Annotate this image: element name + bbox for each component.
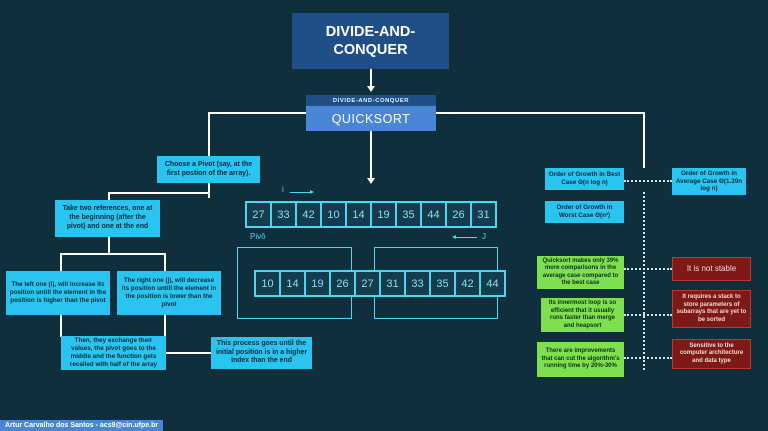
refs-split-line bbox=[60, 253, 165, 255]
author-footer: Artur Carvalho dos Santos - acs9@cin.ufp… bbox=[0, 420, 164, 431]
left-to-exchange-line bbox=[60, 314, 62, 337]
i-arrow-tip bbox=[310, 190, 314, 194]
array-top-cell: 33 bbox=[271, 202, 296, 227]
average-case-box: Order of Growth in Average Case Θ(1.39n … bbox=[672, 168, 746, 195]
i-label: i bbox=[282, 185, 284, 194]
right-reference-box: The right one (j), will decrease its pos… bbox=[117, 271, 221, 315]
page-title: DIVIDE-AND- CONQUER bbox=[325, 23, 416, 58]
array-top-cell: 31 bbox=[471, 202, 496, 227]
array-bottom-cell: 27 bbox=[355, 271, 380, 296]
worst-case-box: Order of Growth in Worst Case Θ(n²) bbox=[545, 201, 624, 223]
j-label-group: J bbox=[452, 232, 492, 244]
array-top-cell: 27 bbox=[246, 202, 271, 227]
pivot-label: Pivô bbox=[250, 232, 266, 241]
array-bottom-cell: 42 bbox=[455, 271, 480, 296]
pro-item: Quicksort makes only 39% more comparison… bbox=[537, 256, 624, 289]
pro3-dotted-h bbox=[624, 357, 672, 359]
quicksort-right-line bbox=[435, 112, 644, 114]
array-bottom-cell: 26 bbox=[330, 271, 355, 296]
exchange-box: Then, they exchange their values, the pi… bbox=[61, 336, 166, 370]
process-box: This process goes until the initial posi… bbox=[211, 337, 312, 369]
j-label: J bbox=[482, 232, 486, 241]
growth-dotted-h bbox=[624, 180, 672, 182]
i-label-group: i bbox=[282, 185, 322, 197]
pivot-up-line bbox=[208, 112, 210, 156]
j-arrow bbox=[455, 237, 477, 238]
array-arrowhead bbox=[367, 178, 375, 184]
two-references-box: Take two references, one at the beginnin… bbox=[55, 200, 160, 237]
quicksort-left-line bbox=[208, 112, 308, 114]
j-arrow-tip bbox=[452, 235, 456, 239]
quicksort-down-line bbox=[370, 130, 372, 178]
con-item: It is not stable bbox=[672, 257, 751, 281]
array-bottom-cell: 14 bbox=[280, 271, 305, 296]
array-bottom: 10 14 19 26 27 31 33 35 42 44 bbox=[254, 270, 506, 297]
array-bottom-cell: 44 bbox=[480, 271, 505, 296]
array-bottom-cell: 19 bbox=[305, 271, 330, 296]
array-bottom-cell: 31 bbox=[380, 271, 405, 296]
i-arrow bbox=[290, 192, 312, 193]
array-bottom-cell: 33 bbox=[405, 271, 430, 296]
pivot-to-refs-v2 bbox=[108, 192, 110, 200]
exchange-to-process-line bbox=[166, 352, 211, 354]
pro-item: Its innermost loop is so efficient that … bbox=[541, 298, 624, 332]
pro2-dotted-h bbox=[624, 314, 672, 316]
quicksort-label: QUICKSORT bbox=[306, 106, 436, 131]
con-item: It requires a stack to store parameters … bbox=[672, 290, 751, 328]
title-connector bbox=[370, 69, 372, 87]
pro1-dotted-h bbox=[624, 268, 672, 270]
array-bottom-cell: 35 bbox=[430, 271, 455, 296]
array-top-cell: 10 bbox=[321, 202, 346, 227]
array-top-cell: 19 bbox=[371, 202, 396, 227]
split-right-line bbox=[164, 253, 166, 271]
array-top-cell: 35 bbox=[396, 202, 421, 227]
quicksort-header: DIVIDE-AND-CONQUER bbox=[306, 95, 436, 106]
choose-pivot-box: Choose a Pivot (say, at the first postio… bbox=[157, 156, 260, 183]
right-to-exchange-line bbox=[164, 314, 166, 337]
left-reference-box: The left one (i), will increase its posi… bbox=[6, 271, 110, 315]
array-top-cell: 42 bbox=[296, 202, 321, 227]
con-item: Sensitive to the computer architecture a… bbox=[672, 339, 751, 369]
quicksort-box: DIVIDE-AND-CONQUER QUICKSORT bbox=[306, 95, 436, 131]
pivot-to-refs-h bbox=[108, 192, 209, 194]
title-box: DIVIDE-AND- CONQUER bbox=[292, 13, 449, 69]
array-top-cell: 44 bbox=[421, 202, 446, 227]
array-top-cell: 26 bbox=[446, 202, 471, 227]
array-top-cell: 14 bbox=[346, 202, 371, 227]
best-case-box: Order of Growth in Best Case Θ(n log n) bbox=[545, 168, 624, 190]
refs-down-line bbox=[108, 236, 110, 254]
pivot-to-refs-v bbox=[208, 182, 210, 198]
pro-item: There are improvements that can cut the … bbox=[537, 342, 624, 377]
array-top: 27 33 42 10 14 19 35 44 26 31 bbox=[245, 201, 497, 228]
growth-down-line bbox=[643, 112, 645, 168]
array-bottom-cell: 10 bbox=[255, 271, 280, 296]
title-arrowhead bbox=[367, 86, 375, 92]
split-left-line bbox=[60, 253, 62, 271]
growth-dotted-line bbox=[643, 192, 645, 370]
